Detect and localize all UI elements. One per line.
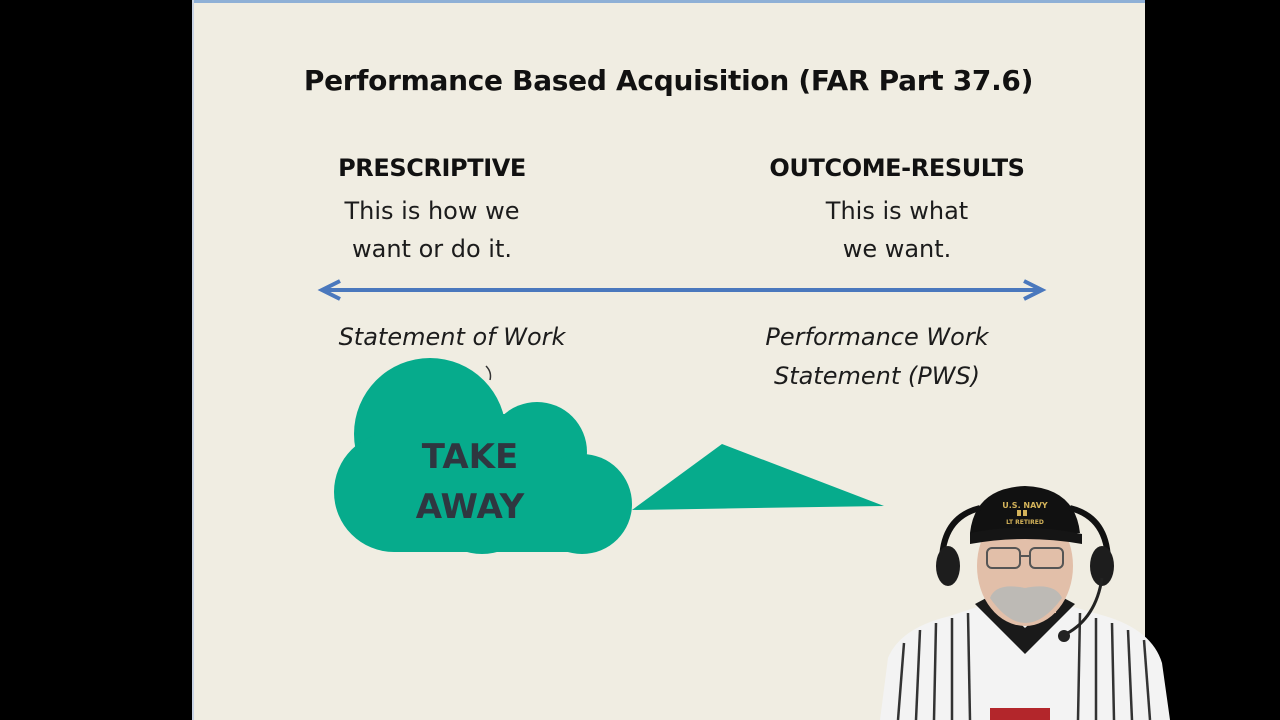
pws-line: Performance Work — [765, 323, 989, 351]
take-away-line: TAKE — [421, 437, 519, 477]
outcome-results-line: we want. — [842, 235, 952, 263]
slide-left-edge — [192, 0, 194, 720]
pws-line: Statement (PWS) — [773, 362, 981, 390]
cap-insignia — [1017, 510, 1021, 516]
cap-text: LT RETIRED — [1006, 519, 1044, 526]
headset-earcup-right — [1090, 546, 1114, 586]
headset-mic — [1058, 630, 1070, 642]
jersey-lettering — [990, 708, 1050, 720]
slide-top-rule — [192, 0, 1145, 3]
navy-cap — [970, 486, 1080, 533]
take-away-text: TAKE AWAY — [370, 432, 570, 532]
jersey-pinstripes — [896, 612, 1152, 720]
prescriptive-description: This is how we want or do it. — [292, 192, 572, 268]
slide-title: Performance Based Acquisition (FAR Part … — [303, 64, 1034, 97]
beard — [990, 586, 1062, 623]
cloud-shape — [334, 358, 884, 554]
performance-work-statement-label: Performance Work Statement (PWS) — [737, 318, 1017, 396]
outcome-results-description: This is what we want. — [752, 192, 1042, 268]
glasses — [986, 547, 1064, 569]
outcome-results-line: This is what — [825, 197, 969, 225]
outcome-results-heading: OUTCOME-RESULTS — [769, 154, 1025, 182]
cap-brim — [970, 527, 1082, 544]
arrow-head-right — [1023, 279, 1047, 301]
prescriptive-line: want or do it. — [351, 235, 513, 263]
cap-text: U.S. NAVY — [1002, 501, 1048, 510]
double-headed-arrow — [317, 279, 1047, 301]
prescriptive-line: This is how we — [344, 197, 520, 225]
statement-of-work-label: Statement of Work — [307, 318, 597, 357]
take-away-cloud-callout — [334, 358, 884, 554]
presenter-webcam-overlay: U.S. NAVY LT RETIRED — [880, 486, 1170, 720]
cap-insignia — [1023, 510, 1027, 516]
statement-of-work-line: Statement of Work — [338, 323, 566, 351]
presentation-slide: Performance Based Acquisition (FAR Part … — [192, 0, 1145, 720]
arrow-head-left — [317, 279, 341, 301]
prescriptive-heading: PRESCRIPTIVE — [338, 154, 526, 182]
cursor-mark — [485, 365, 492, 381]
take-away-line: AWAY — [415, 487, 525, 527]
callout-pointer — [632, 444, 884, 510]
headset-mic-boom — [1065, 577, 1104, 636]
headset-earcup-left — [936, 546, 960, 586]
